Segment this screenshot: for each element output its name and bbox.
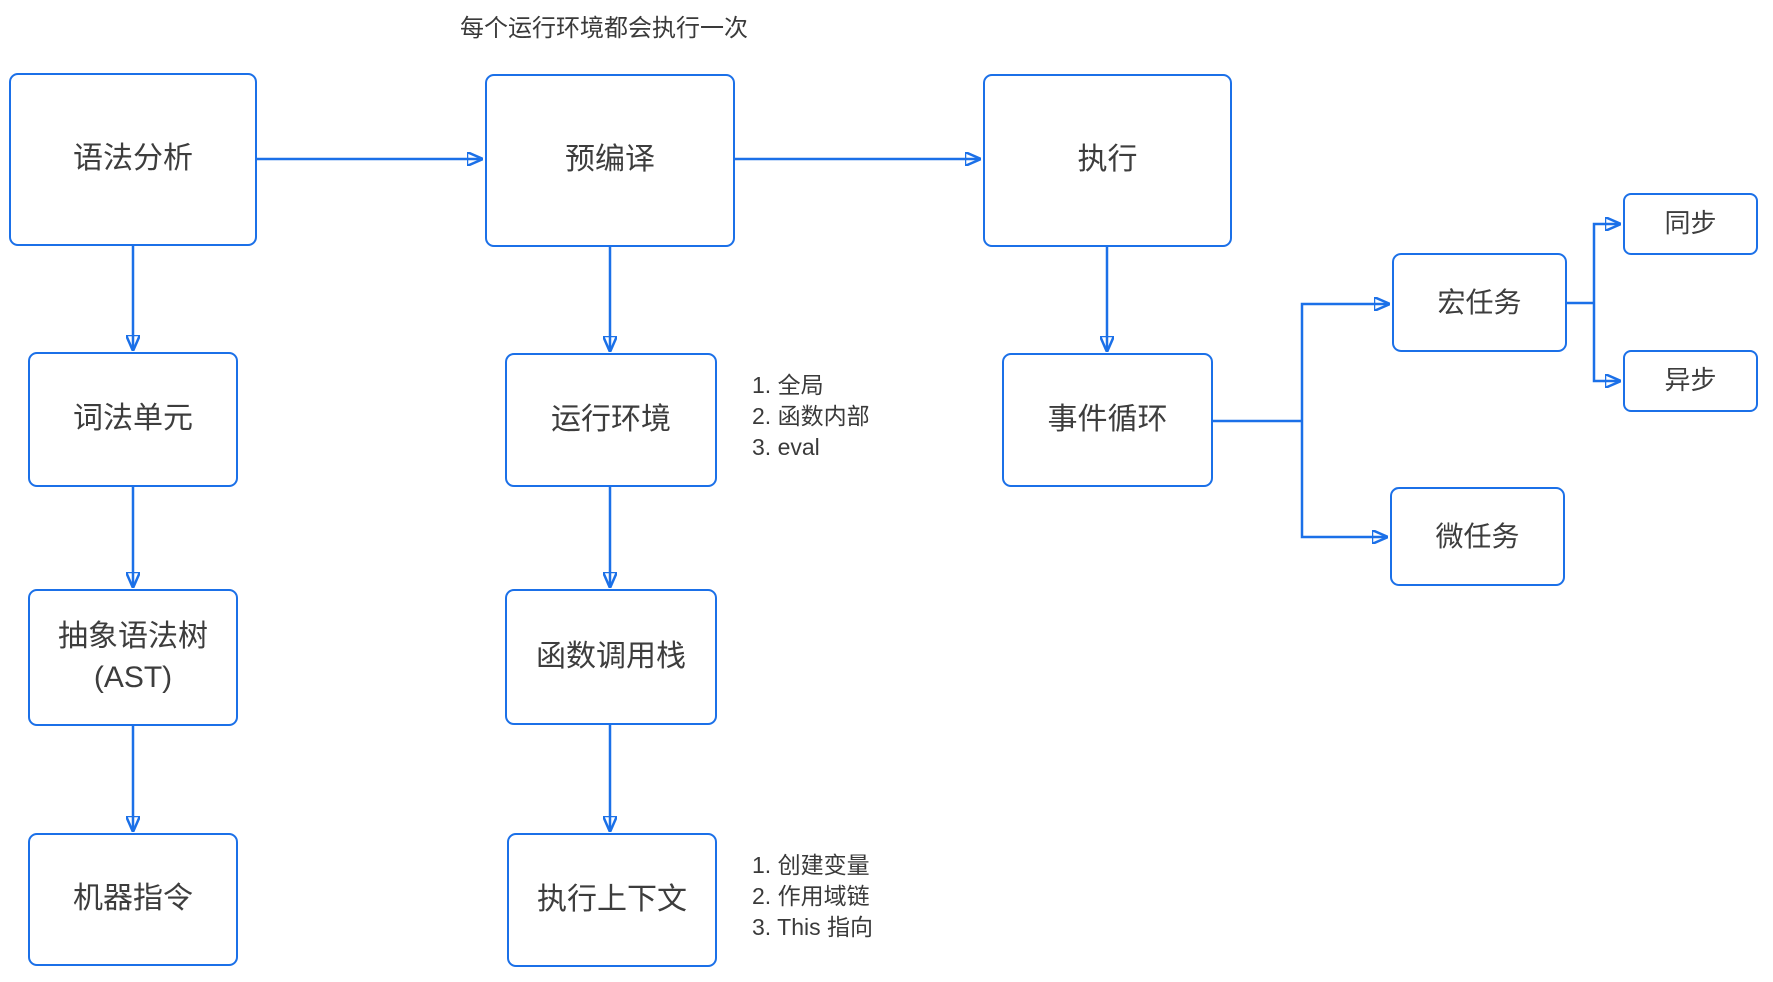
node-label: 词法单元 [73,402,193,436]
node-runtime-env: 运行环境 [505,353,717,487]
execution-context-note: 1. 创建变量 2. 作用域链 3. This 指向 [752,850,873,943]
runtime-env-note: 1. 全局 2. 函数内部 3. eval [752,370,870,463]
node-label: 运行环境 [551,402,671,436]
node-event-loop: 事件循环 [1002,353,1213,487]
diagram-title: 每个运行环境都会执行一次 [460,15,748,42]
node-label: 语法分析 [73,142,193,176]
node-label: 执行上下文 [537,882,687,916]
node-label: 异步 [1664,365,1717,396]
node-execute: 执行 [983,74,1232,247]
node-sync: 同步 [1623,193,1758,255]
node-macro-task: 宏任务 [1392,253,1567,352]
arrow-macro-to-sync [1592,224,1619,303]
note-line: 3. This 指向 [752,914,873,940]
node-label: 宏任务 [1437,286,1522,318]
node-label: 函数调用栈 [536,639,686,673]
node-label: 抽象语法树 (AST) [58,620,208,694]
node-lexical-unit: 词法单元 [28,352,238,487]
node-label: 同步 [1664,208,1717,239]
note-line: 2. 作用域链 [752,883,870,909]
node-label: 事件循环 [1047,402,1168,436]
node-call-stack: 函数调用栈 [505,589,717,725]
node-ast: 抽象语法树 (AST) [28,589,238,726]
note-line: 2. 函数内部 [752,403,870,429]
note-line: 1. 全局 [752,372,824,398]
node-async: 异步 [1623,350,1758,412]
node-execution-context: 执行上下文 [507,833,717,967]
node-label: 微任务 [1435,520,1520,552]
node-micro-task: 微任务 [1390,487,1565,586]
node-precompile: 预编译 [485,74,735,247]
node-label: 预编译 [565,143,655,177]
arrow-eventloop-to-micro [1300,421,1386,537]
node-machine-instructions: 机器指令 [28,833,238,966]
node-label: 机器指令 [73,882,193,916]
arrow-eventloop-to-macro [1300,304,1388,421]
node-syntax-analysis: 语法分析 [9,73,257,246]
note-line: 1. 创建变量 [752,852,870,878]
arrow-macro-to-async [1592,303,1619,381]
node-label: 执行 [1077,143,1138,177]
note-line: 3. eval [752,434,820,460]
